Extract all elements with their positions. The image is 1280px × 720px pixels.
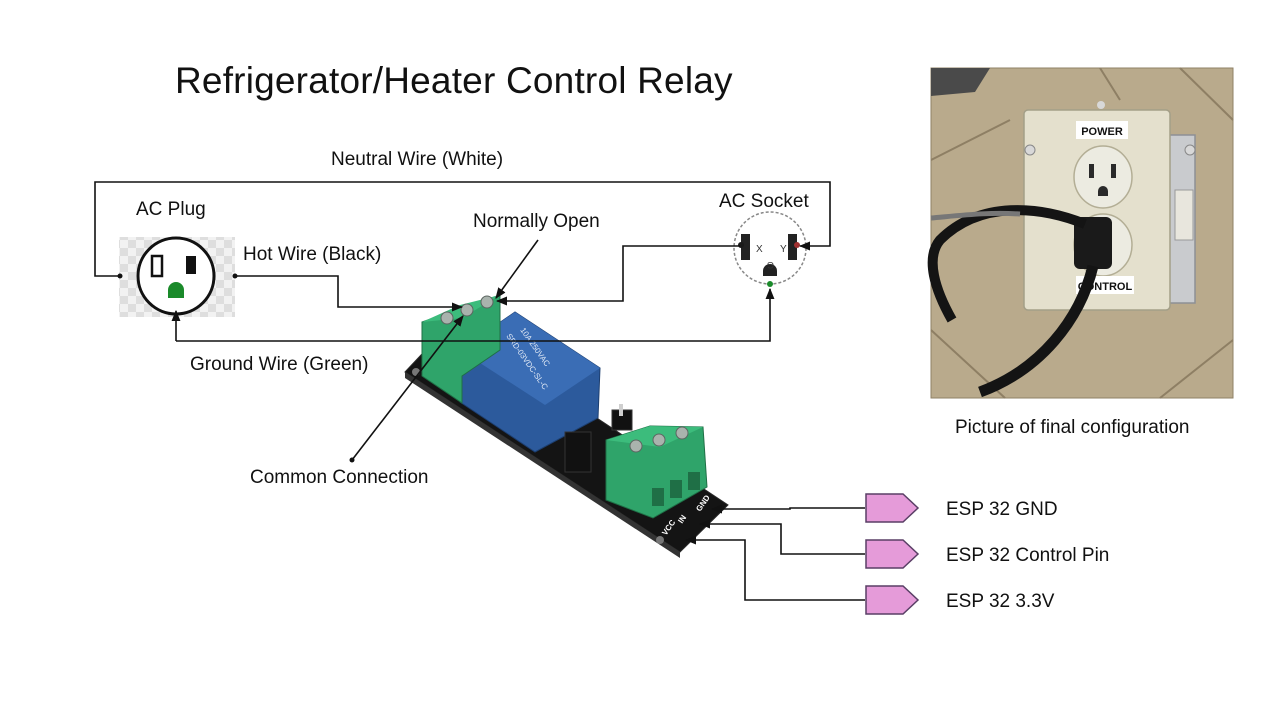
ground-wire-label: Ground Wire (Green)	[190, 354, 369, 375]
common-connection-pointer	[351, 315, 464, 461]
normally-open-wire	[495, 245, 740, 306]
esp-control-label: ESP 32 Control Pin	[946, 545, 1110, 566]
ac-socket-label: AC Socket	[719, 191, 809, 212]
esp-3v3-wire	[684, 535, 865, 601]
esp-control-wire	[698, 519, 865, 555]
neutral-wire	[94, 181, 831, 277]
photo-caption: Picture of final configuration	[955, 417, 1190, 438]
common-connection-label: Common Connection	[250, 467, 429, 488]
pin-label-in: IN	[676, 513, 688, 525]
svg-text:X: X	[756, 244, 763, 255]
esp-gnd-wire	[710, 504, 865, 514]
ac-plug-label: AC Plug	[136, 199, 206, 220]
neutral-wire-label: Neutral Wire (White)	[331, 149, 504, 170]
ac-plug-icon	[119, 236, 235, 317]
normally-open-pointer	[495, 239, 539, 299]
svg-text:Y: Y	[780, 244, 787, 255]
ac-socket-icon: X Y G	[733, 211, 807, 287]
hot-wire-label: Hot Wire (Black)	[243, 244, 382, 265]
esp-control-connector-icon	[865, 539, 920, 569]
page-title: Refrigerator/Heater Control Relay	[175, 60, 733, 101]
esp-3v3-label: ESP 32 3.3V	[946, 591, 1055, 612]
photo-power-label: POWER	[1081, 126, 1123, 138]
esp-gnd-connector-icon	[865, 493, 920, 523]
esp-3v3-connector-icon	[865, 585, 920, 615]
ground-wire	[176, 287, 775, 342]
normally-open-label: Normally Open	[473, 211, 600, 232]
final-configuration-photo: POWER CONTROL	[927, 67, 1234, 399]
hot-wire	[235, 275, 464, 312]
svg-text:G: G	[767, 260, 774, 270]
esp-gnd-label: ESP 32 GND	[946, 499, 1058, 520]
relay-module: SRD-03VDC-SL-C 10A 250VAC GND	[404, 294, 729, 558]
